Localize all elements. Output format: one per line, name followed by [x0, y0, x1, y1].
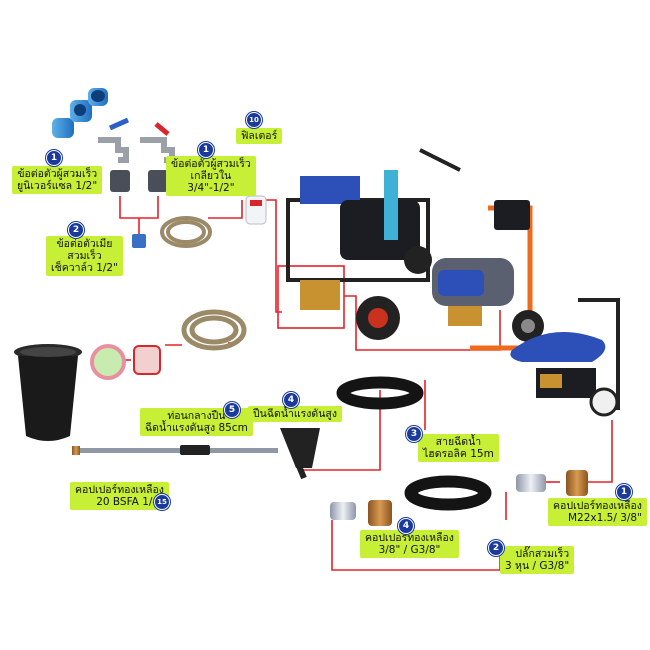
badge-brass-bsfa: 15	[154, 494, 170, 510]
inlet-filter-icon	[90, 344, 161, 380]
label-lance: ท่อนกลางปืนฉีดน้ำแรงดันสูง 85cm	[140, 408, 253, 436]
badge-quick-union: 1	[46, 150, 62, 166]
brass-coupler-icon	[368, 470, 588, 526]
pressure-washer-orange-icon	[432, 200, 544, 351]
faucet-icon	[98, 117, 175, 163]
pressure-washer-blue-icon	[510, 298, 620, 417]
badge-lance: 5	[224, 402, 240, 418]
badge-brass-g38: 4	[398, 518, 414, 534]
label-filter: ฟิลเตอร์	[236, 128, 283, 144]
badge-gun: 4	[283, 392, 299, 408]
spray-gun-icon	[280, 428, 320, 480]
lance-icon	[72, 445, 278, 455]
badge-hose: 3	[406, 426, 422, 442]
water-tank-icon	[14, 344, 82, 441]
pipe-fitting-icon	[52, 88, 108, 138]
pressure-washer-main-icon	[286, 148, 461, 340]
quick-union-icon	[110, 170, 168, 248]
label-female-quick: ข้อต่อตัวเมียสวมเร็วเช็ควาล์ว 1/2"	[46, 236, 123, 276]
label-gun: ปืนฉีดน้ำแรงดันสูง	[248, 406, 342, 422]
garden-hose-icon	[160, 216, 212, 248]
badge-inner-thread: 1	[198, 142, 214, 158]
badge-brass-m22: 1	[616, 484, 632, 500]
quick-plug-icon	[330, 474, 546, 520]
hydraulic-hose-icon	[336, 376, 492, 511]
suction-hose-icon	[181, 309, 247, 351]
label-hose: สายฉีดน้ำไฮดรอลิค 15m	[418, 434, 499, 462]
badge-filter: 10	[246, 112, 262, 128]
badge-quick-plug: 2	[488, 540, 504, 556]
badge-female-quick: 2	[68, 222, 84, 238]
filter-icon	[245, 195, 267, 225]
label-quick-union: ข้อต่อตัวผู้สวมเร็วยูนิเวอร์แซล 1/2"	[12, 166, 103, 194]
